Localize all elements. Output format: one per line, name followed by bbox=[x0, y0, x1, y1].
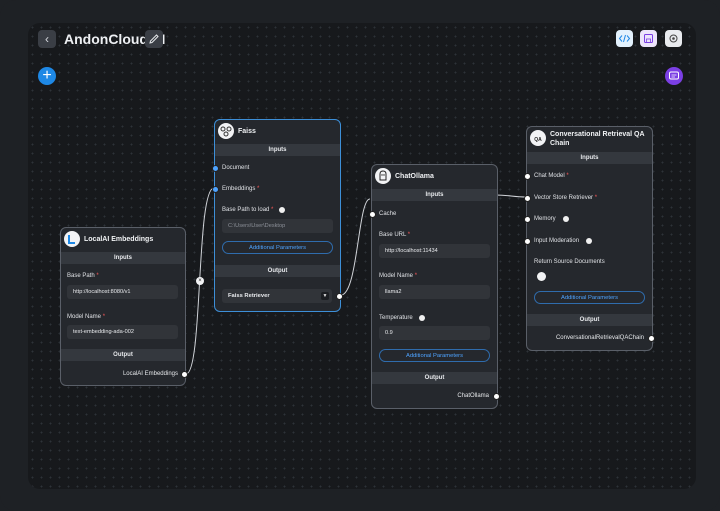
base-path-load-input[interactable]: C:\Users\User\Desktop bbox=[222, 219, 333, 233]
inputs-header: Inputs bbox=[372, 189, 497, 201]
node-faiss[interactable]: Faiss Inputs Document Embeddings * Base … bbox=[212, 119, 343, 312]
info-icon[interactable] bbox=[279, 207, 285, 213]
cache-label: Cache bbox=[379, 211, 397, 217]
pencil-icon bbox=[149, 34, 159, 44]
model-name-input[interactable]: llama2 bbox=[379, 285, 490, 299]
node-title: Conversational Retrieval QA Chain bbox=[550, 130, 645, 148]
gear-icon bbox=[669, 34, 678, 43]
return-source-label: Return Source Documents bbox=[534, 259, 605, 265]
output-handle[interactable] bbox=[336, 293, 343, 300]
node-title: LocalAI Embeddings bbox=[84, 236, 154, 243]
inputs-header: Inputs bbox=[527, 152, 652, 164]
memory-label: Memory bbox=[534, 216, 556, 222]
edge-retriever bbox=[340, 198, 371, 296]
temperature-label: Temperature bbox=[379, 315, 413, 321]
settings-button[interactable] bbox=[665, 30, 682, 47]
node-title: ChatOllama bbox=[395, 173, 434, 180]
faiss-icon bbox=[218, 123, 234, 139]
chat-icon bbox=[669, 71, 679, 80]
temperature-input[interactable]: 0.9 bbox=[379, 326, 490, 340]
info-icon[interactable] bbox=[586, 238, 592, 244]
output-handle[interactable] bbox=[181, 371, 188, 378]
output-header: Output bbox=[527, 314, 652, 326]
node-conversational-retrieval-qa-chain[interactable]: QA Conversational Retrieval QA Chain Inp… bbox=[524, 126, 655, 351]
model-name-label: Model Name * bbox=[67, 314, 106, 320]
additional-parameters-button[interactable]: Additional Parameters bbox=[379, 349, 490, 362]
node-title-line2: Chain bbox=[550, 140, 570, 147]
save-button[interactable] bbox=[640, 30, 657, 47]
qa-chain-icon: QA bbox=[530, 130, 546, 146]
code-button[interactable] bbox=[616, 30, 633, 47]
document-handle[interactable] bbox=[212, 165, 219, 172]
chevron-down-icon: ▼ bbox=[321, 292, 329, 300]
localai-icon bbox=[64, 231, 80, 247]
output-select-value: Faiss Retriever bbox=[228, 293, 270, 299]
vector-store-handle[interactable] bbox=[524, 195, 531, 202]
ollama-icon bbox=[375, 168, 391, 184]
memory-handle[interactable] bbox=[524, 216, 531, 223]
output-select[interactable]: Faiss Retriever ▼ bbox=[222, 289, 332, 303]
flow-canvas[interactable]: × ‹ AndonCloud AI + bbox=[28, 23, 696, 489]
edit-title-button[interactable] bbox=[145, 30, 163, 48]
additional-parameters-button[interactable]: Additional Parameters bbox=[534, 291, 645, 304]
page-title: AndonCloud AI bbox=[64, 31, 166, 47]
svg-text:QA: QA bbox=[534, 137, 542, 143]
inputs-header: Inputs bbox=[61, 252, 185, 264]
edge-chatollama-chat bbox=[495, 194, 527, 198]
node-title: Faiss bbox=[238, 128, 256, 135]
header-bar: ‹ AndonCloud AI bbox=[28, 23, 696, 55]
model-name-label: Model Name * bbox=[379, 273, 418, 279]
chevron-left-icon: ‹ bbox=[45, 32, 49, 46]
base-path-label: Base Path * bbox=[67, 273, 99, 279]
node-title-line1: Conversational Retrieval QA bbox=[550, 131, 645, 138]
output-header: Output bbox=[215, 265, 340, 277]
vector-store-label: Vector Store Retriever * bbox=[534, 195, 598, 201]
node-header: Faiss bbox=[215, 120, 340, 144]
base-path-load-label: Base Path to load * bbox=[222, 207, 274, 213]
output-handle[interactable] bbox=[648, 335, 655, 342]
cache-handle[interactable] bbox=[369, 211, 376, 218]
input-moderation-handle[interactable] bbox=[524, 238, 531, 245]
info-icon[interactable] bbox=[419, 315, 425, 321]
base-url-input[interactable]: http://localhost:11434 bbox=[379, 244, 490, 258]
model-name-input[interactable]: text-embedding-ada-002 bbox=[67, 325, 178, 339]
document-label: Document bbox=[222, 165, 250, 171]
output-value: LocalAI Embeddings bbox=[122, 371, 178, 377]
delete-edge-button[interactable]: × bbox=[196, 277, 204, 285]
chat-button[interactable] bbox=[665, 67, 683, 85]
base-url-label: Base URL * bbox=[379, 232, 411, 238]
output-value: ChatOllama bbox=[457, 393, 489, 399]
output-header: Output bbox=[61, 349, 185, 361]
output-header: Output bbox=[372, 372, 497, 384]
additional-parameters-button[interactable]: Additional Parameters bbox=[222, 241, 333, 254]
embeddings-label: Embeddings * bbox=[222, 186, 260, 192]
output-value: ConversationalRetrievalQAChain bbox=[555, 335, 644, 341]
code-icon bbox=[618, 34, 631, 43]
plus-icon: + bbox=[42, 67, 52, 84]
node-header: LocalAI Embeddings bbox=[61, 228, 185, 252]
input-moderation-label: Input Moderation bbox=[534, 238, 580, 244]
back-button[interactable]: ‹ bbox=[38, 30, 56, 48]
node-header: QA Conversational Retrieval QA Chain bbox=[527, 127, 652, 152]
return-source-toggle[interactable] bbox=[537, 272, 546, 281]
node-chatollama[interactable]: ChatOllama Inputs Cache Base URL * http:… bbox=[369, 164, 500, 409]
node-localai-embeddings[interactable]: LocalAI Embeddings Inputs Base Path * ht… bbox=[60, 227, 188, 386]
inputs-header: Inputs bbox=[215, 144, 340, 156]
base-path-input[interactable]: http://localhost:8080/v1 bbox=[67, 285, 178, 299]
save-icon bbox=[644, 34, 653, 43]
embeddings-handle[interactable] bbox=[212, 186, 219, 193]
output-handle[interactable] bbox=[493, 393, 500, 400]
info-icon[interactable] bbox=[563, 216, 569, 222]
node-header: ChatOllama bbox=[372, 165, 497, 189]
chat-model-label: Chat Model * bbox=[534, 173, 569, 179]
add-node-button[interactable]: + bbox=[38, 67, 56, 85]
chat-model-handle[interactable] bbox=[524, 173, 531, 180]
